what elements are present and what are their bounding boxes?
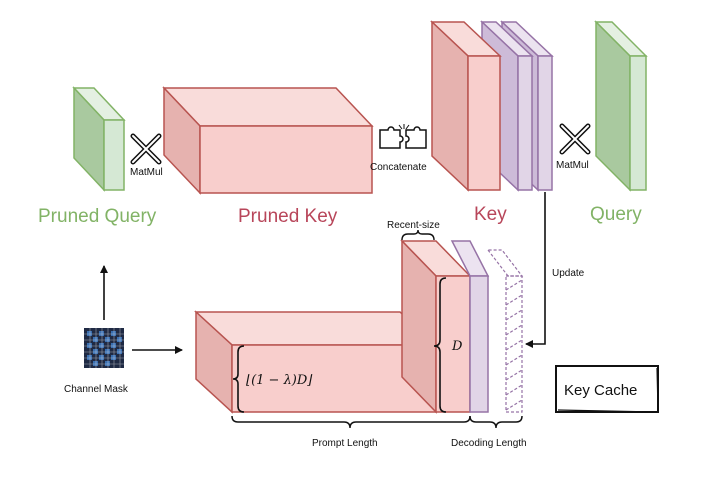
matmul-left-label: MatMul [130, 167, 163, 178]
matmul-left-icon [130, 133, 162, 165]
query-label: Query [590, 204, 642, 225]
pruned-dim-label: ⌊(1 − λ)D⌋ [246, 373, 313, 388]
prompt-length-brace [231, 415, 471, 429]
concatenate-label: Concatenate [370, 162, 427, 173]
recent-size-brace [401, 229, 435, 241]
future-key-slab [486, 249, 524, 413]
decoding-length-label: Decoding Length [451, 438, 527, 449]
query-block [594, 20, 648, 192]
d-brace [433, 277, 447, 413]
grid-mask-icon [84, 328, 124, 368]
key-cache-legend-box: Key Cache [555, 365, 659, 413]
puzzle-pieces-icon [379, 124, 427, 149]
pruned-key-block [162, 86, 374, 195]
recent-size-label: Recent-size [387, 220, 440, 231]
decoded-key-slab [450, 240, 490, 413]
update-label: Update [552, 268, 585, 279]
key-label: Key [474, 204, 507, 225]
key-cache-label: Key Cache [564, 382, 637, 399]
d-dim-label: D [451, 339, 463, 354]
pruned-query-block [72, 86, 126, 192]
key-red-slab [430, 20, 502, 192]
channel-mask-label: Channel Mask [64, 384, 129, 395]
prompt-length-label: Prompt Length [312, 438, 378, 449]
recent-window-block [400, 239, 472, 414]
matmul-right-icon [559, 123, 591, 155]
pruned-dim-brace [232, 345, 245, 413]
matmul-right-label: MatMul [556, 160, 589, 171]
decoding-length-brace [469, 415, 523, 429]
update-arrow [525, 192, 546, 348]
pruned-prompt-block [194, 310, 438, 414]
pruned-query-label: Pruned Query [38, 206, 157, 227]
pruned-key-label: Pruned Key [238, 206, 338, 227]
